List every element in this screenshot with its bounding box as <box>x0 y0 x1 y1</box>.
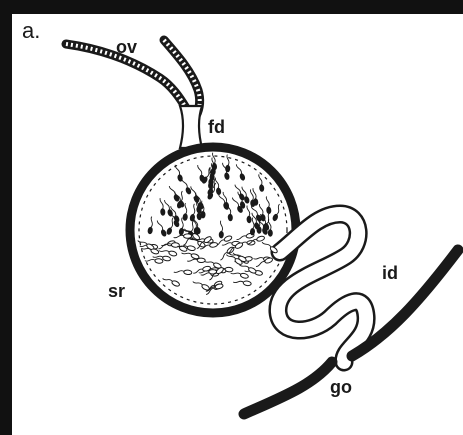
label-sr: sr <box>108 282 125 300</box>
panel-label: a. <box>22 20 40 42</box>
fertilization-duct <box>180 106 202 148</box>
label-ov: ov <box>116 38 137 56</box>
insemination-duct <box>278 214 366 362</box>
label-id: id <box>382 264 398 282</box>
label-fd: fd <box>208 118 225 136</box>
label-go: go <box>330 378 352 396</box>
